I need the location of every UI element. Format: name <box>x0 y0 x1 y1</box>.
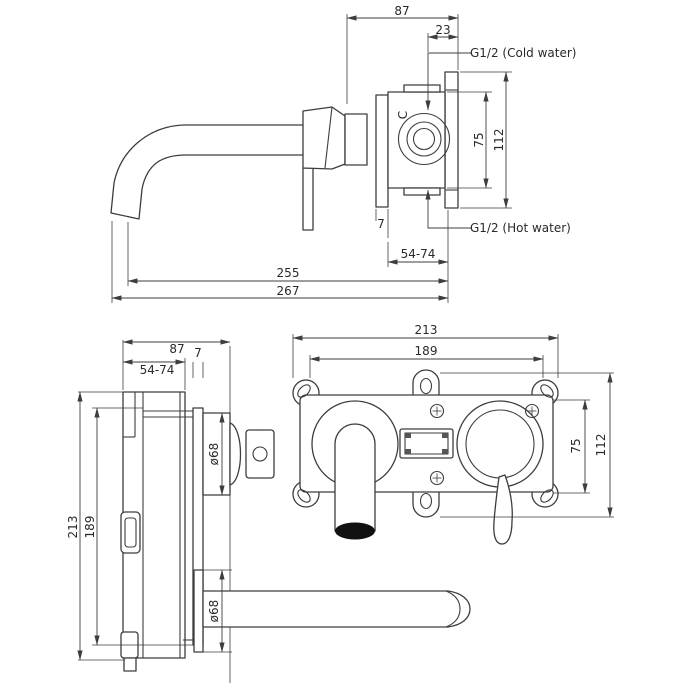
side-view-rough-in: 87 54-74 7 213 189 ø68 ø68 <box>66 339 471 683</box>
handle-cone-joint <box>324 106 333 169</box>
side-dim-54-74: 54-74 <box>140 363 175 377</box>
screw-top <box>429 403 445 419</box>
spout-tube-front <box>334 423 376 532</box>
front-dim-112: 112 <box>594 434 608 457</box>
front-view-rough-in: 213 189 112 75 <box>292 323 614 545</box>
spout-tube-side <box>202 590 471 628</box>
hot-port-boss <box>403 187 441 196</box>
dim-75-top: 75 <box>472 132 486 147</box>
handle-cone <box>302 106 346 170</box>
tab-hole-tl <box>297 384 311 398</box>
mount-tab-bottom <box>412 490 440 518</box>
mount-tab-top <box>412 369 440 397</box>
port-letter-c: C <box>396 111 410 119</box>
cartridge-bracket-outer <box>399 428 454 459</box>
spout-outline <box>110 124 311 220</box>
tab-hole-tr <box>540 384 554 398</box>
front-dim-213: 213 <box>415 323 438 337</box>
valve-body <box>387 91 446 189</box>
retaining-clip <box>120 511 141 554</box>
foot-tab <box>123 657 137 672</box>
top-view-side-elevation: C 87 23 G1/2 (Cold water) G1/2 (Hot wate… <box>110 4 576 303</box>
handle-dome-side <box>229 422 242 486</box>
hot-water-label: G1/2 (Hot water) <box>470 221 571 235</box>
dim-7-top: 7 <box>377 217 385 231</box>
screw-right <box>524 403 540 419</box>
side-dim-213: 213 <box>66 516 80 539</box>
handle-escutcheon-front <box>456 400 544 488</box>
handle-lever-front <box>493 474 513 545</box>
side-dia-68-spout: ø68 <box>207 600 221 623</box>
dim-54-74-top: 54-74 <box>401 247 436 261</box>
cartridge-circle-mid <box>406 121 442 157</box>
cold-water-label: G1/2 (Cold water) <box>470 46 576 60</box>
side-dim-87: 87 <box>169 342 184 356</box>
tab-hole-top <box>419 377 433 395</box>
dim-267: 267 <box>277 284 300 298</box>
cold-water-leader <box>425 52 472 111</box>
handle-escutcheon-side <box>202 412 231 496</box>
front-dim-75: 75 <box>569 438 583 453</box>
screw-bottom <box>429 470 445 486</box>
dim-23: 23 <box>435 23 450 37</box>
cartridge-circle-outer <box>397 112 451 166</box>
spout-escutcheon-side <box>193 569 204 653</box>
side-dia-68-handle: ø68 <box>207 443 221 466</box>
handle-sleeve <box>344 113 368 166</box>
spout-tube-cap-arc <box>445 590 461 628</box>
tab-hole-bottom <box>419 492 433 510</box>
handle-lever-bar <box>302 167 314 231</box>
cartridge-bracket-inner <box>404 432 449 455</box>
dim-112-top: 112 <box>492 129 506 152</box>
cartridge-circle-inner <box>412 127 436 151</box>
dim-87-top: 87 <box>394 4 409 18</box>
dim-255: 255 <box>277 266 300 280</box>
side-dim-189: 189 <box>83 516 97 539</box>
spout-opening <box>335 522 375 540</box>
cold-port-boss <box>403 84 441 93</box>
front-dim-189: 189 <box>415 344 438 358</box>
tab-hole-br <box>540 489 554 503</box>
side-dim-7: 7 <box>194 346 202 360</box>
handle-hole <box>252 446 268 462</box>
wall-plate-section <box>375 94 389 208</box>
handle-block-side <box>245 429 275 479</box>
hot-water-leader <box>425 189 472 229</box>
tab-hole-bl <box>297 489 311 503</box>
